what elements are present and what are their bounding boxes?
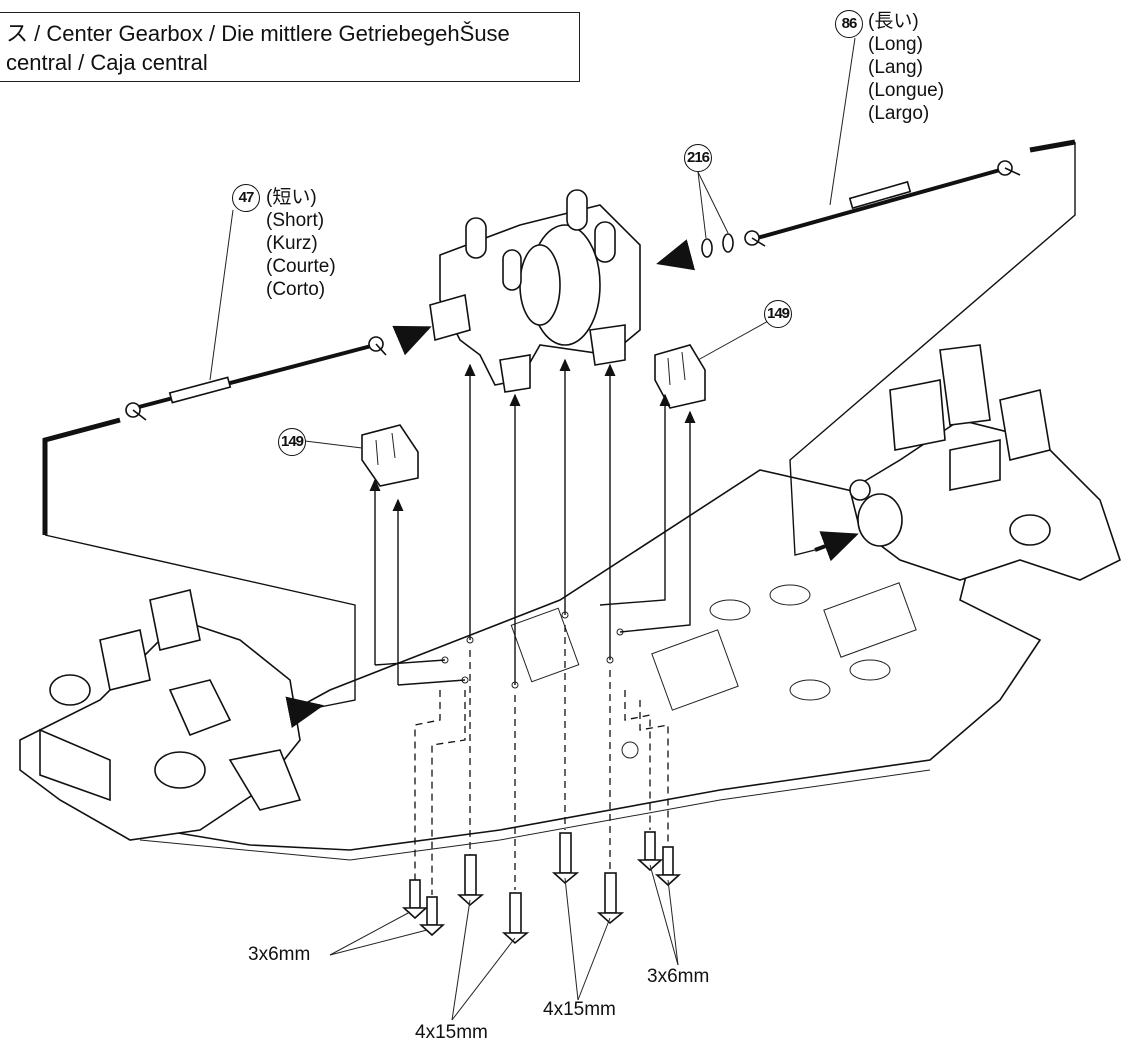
long-shaft-label-fr: (Longue) — [868, 80, 945, 101]
long-shaft-label-ja: (長い) — [868, 11, 919, 32]
screw-label-left-center-pair: 4x15mm — [415, 1022, 488, 1043]
long-shaft-label-en: (Long) — [868, 34, 923, 55]
ref-short-shaft: 47 — [232, 184, 260, 212]
title-line-2: central / Caja central — [6, 50, 208, 75]
screw-label-left-pair: 3x6mm — [248, 944, 311, 965]
short-shaft-label-es: (Corto) — [266, 279, 326, 300]
title-line-1: ス / Center Gearbox / Die mittlere Getrie… — [6, 21, 510, 46]
short-shaft-label-fr: (Courte) — [266, 256, 336, 277]
ref-mount-right: 149 — [764, 300, 792, 328]
section-title-box: ス / Center Gearbox / Die mittlere Getrie… — [0, 12, 580, 82]
ref-mount-left: 149 — [278, 428, 306, 456]
short-shaft-label-en: (Short) — [266, 210, 325, 231]
screws — [401, 831, 682, 945]
short-shaft-label-de: (Kurz) — [266, 233, 318, 254]
long-shaft-labels: (長い) (Long) (Lang) (Longue) (Largo) — [868, 10, 944, 125]
short-shaft-part — [125, 336, 387, 421]
assembly-arrows — [285, 239, 859, 728]
center-gearbox — [429, 189, 641, 393]
front-gearbox — [19, 589, 302, 841]
mount-right-part — [654, 344, 706, 409]
long-shaft-label-de: (Lang) — [868, 57, 923, 78]
screw-label-right-pair: 3x6mm — [647, 966, 710, 987]
screw-paths — [414, 625, 669, 895]
routing-lines — [42, 139, 1076, 709]
chassis-plate — [108, 469, 1042, 861]
mount-left-part — [361, 424, 419, 487]
short-shaft-labels: (短い) (Short) (Kurz) (Courte) (Corto) — [266, 186, 336, 301]
long-shaft-part — [744, 160, 1021, 247]
screw-label-right-center-pair: 4x15mm — [543, 999, 616, 1020]
short-shaft-label-ja: (短い) — [266, 187, 317, 208]
leader-lines — [209, 37, 856, 1021]
long-shaft-label-es: (Largo) — [868, 103, 930, 124]
washers-part — [701, 233, 734, 258]
guide-lines — [369, 358, 696, 686]
rear-gearbox — [849, 344, 1121, 581]
ref-washers: 216 — [684, 144, 712, 172]
ref-long-shaft: 86 — [835, 10, 863, 38]
